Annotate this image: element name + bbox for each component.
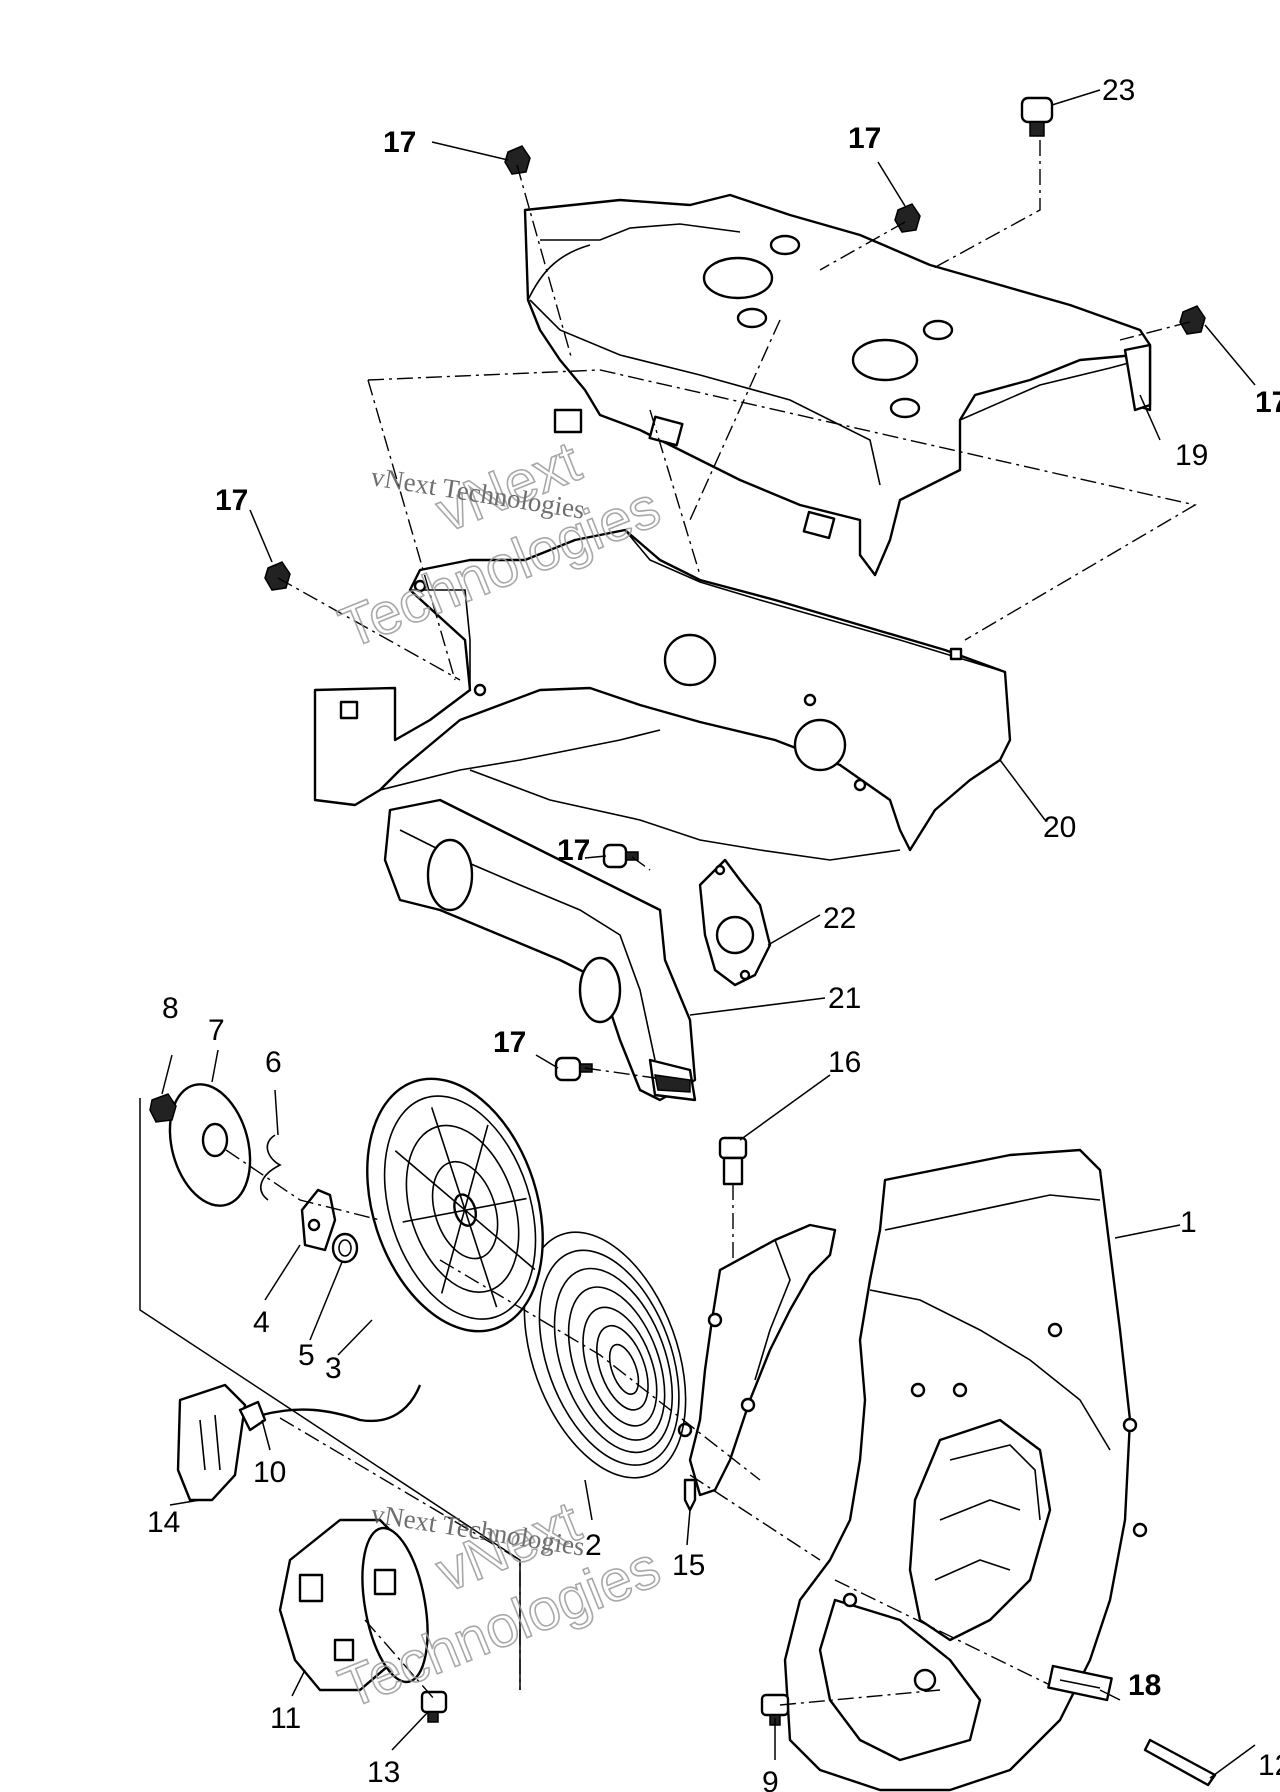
callout-11: 11	[270, 1702, 301, 1735]
callout-10: 10	[253, 1456, 286, 1489]
callout-20: 20	[1043, 811, 1076, 844]
callout-17-middle: 17	[557, 834, 590, 867]
bolt-part-16	[718, 1136, 748, 1186]
callout-17-left: 17	[215, 484, 248, 517]
callout-3: 3	[325, 1352, 342, 1385]
starter-rope-part-10	[261, 1384, 422, 1423]
bolt-17-lower	[554, 1056, 593, 1082]
fan-housing-part-1	[783, 1148, 1148, 1792]
callout-17-right-edge: 17	[1255, 386, 1280, 419]
callout-23: 23	[1102, 74, 1135, 107]
callout-17-top-left: 17	[383, 126, 416, 159]
callout-12: 12	[1258, 1749, 1280, 1782]
clip-part-18	[1047, 1664, 1113, 1702]
callout-8: 8	[162, 992, 179, 1025]
nut-17-right-edge	[1179, 305, 1206, 335]
recoil-spring-part-2	[523, 1231, 687, 1479]
pawl-part-4	[300, 1188, 337, 1252]
callout-17-top-right: 17	[848, 122, 881, 155]
nut-17-top-left	[504, 145, 531, 175]
bottom-shroud-part-21	[383, 798, 697, 1102]
callout-15: 15	[672, 1549, 705, 1582]
nut-17-top-right	[894, 203, 921, 233]
nut-part-8	[149, 1093, 177, 1123]
starter-pulley-part-3	[366, 1077, 544, 1333]
leader-lines	[161, 89, 1256, 1779]
callout-18: 18	[1128, 1669, 1161, 1702]
pawl-spring-part-5	[331, 1232, 359, 1264]
washer-part-7	[168, 1083, 252, 1207]
top-bolt-part-23	[1020, 96, 1054, 137]
bolt-17-middle	[602, 843, 639, 869]
starter-handle-part-14	[176, 1383, 267, 1502]
callout-4: 4	[253, 1306, 270, 1339]
callout-13: 13	[367, 1756, 400, 1789]
callout-6: 6	[265, 1046, 282, 1079]
callout-16: 16	[828, 1046, 861, 1079]
callout-9: 9	[762, 1766, 779, 1792]
callout-22: 22	[823, 902, 856, 935]
starter-bracket-part-15	[677, 1223, 837, 1512]
callout-2: 2	[585, 1529, 602, 1562]
starter-cup-part-11	[278, 1518, 429, 1692]
callout-1: 1	[1180, 1206, 1197, 1239]
nut-17-left	[264, 561, 291, 591]
callout-labels: 23 17 17 17 17 19 20 17 22 21 17 8 7 6 1…	[147, 74, 1280, 1792]
group-bracket-line	[139, 1098, 521, 1690]
clip-part-6	[260, 1134, 282, 1201]
callout-21: 21	[828, 982, 861, 1015]
callout-7: 7	[208, 1014, 225, 1047]
callout-5: 5	[298, 1339, 315, 1372]
callout-17-lower: 17	[493, 1026, 526, 1059]
assembly-dashed-lines	[225, 140, 1197, 1706]
spring-pin-part-12	[1143, 1738, 1217, 1787]
gasket-part-22	[698, 858, 772, 987]
callout-14: 14	[147, 1506, 180, 1539]
top-shroud-part-19	[523, 193, 1152, 577]
screw-part-13	[420, 1690, 448, 1723]
callout-19: 19	[1175, 439, 1208, 472]
